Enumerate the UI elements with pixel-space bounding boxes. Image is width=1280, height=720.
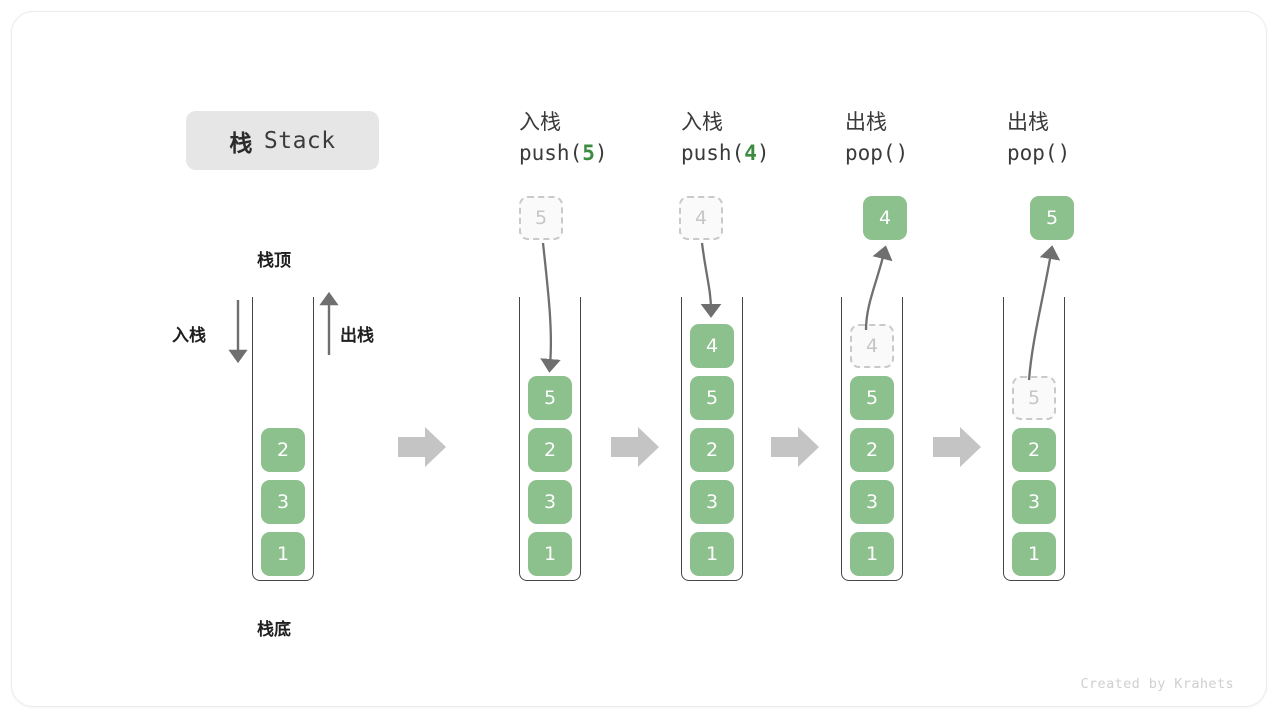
stack-cell-ghost: 5: [1012, 376, 1056, 420]
stack-cell: 4: [690, 324, 734, 368]
op-code-pop-4: pop(): [845, 141, 909, 165]
stack-cell: 2: [690, 428, 734, 472]
stack-pop-5: 5 2 3 1: [1003, 297, 1065, 581]
float-box-pop-4: 4: [863, 196, 907, 240]
stack-push-5: 5 2 3 1: [519, 297, 581, 581]
stack-cell: 2: [261, 428, 305, 472]
stack-push-4: 4 5 2 3 1: [681, 297, 743, 581]
stack-cell: 5: [690, 376, 734, 420]
stack-cell: 1: [1012, 532, 1056, 576]
stack-cell: 1: [528, 532, 572, 576]
stack-cell: 1: [690, 532, 734, 576]
op-caption-push-4: 入栈 push(4): [681, 107, 770, 169]
op-caption-pop-4: 出栈 pop(): [845, 107, 908, 169]
stack-cell: 3: [528, 480, 572, 524]
stack-push-4-items: 4 5 2 3 1: [681, 324, 743, 576]
stack-push-5-items: 5 2 3 1: [519, 376, 581, 576]
stack-cell: 1: [261, 532, 305, 576]
stack-cell: 3: [1012, 480, 1056, 524]
label-stack-top: 栈顶: [257, 251, 291, 271]
op-code-push-4: push(4): [681, 141, 770, 165]
stack-pop-4-items: 4 5 2 3 1: [841, 324, 903, 576]
stack-initial: 2 3 1: [252, 297, 314, 581]
title-en: Stack: [263, 127, 336, 154]
op-cn-push-5: 入栈: [519, 110, 561, 134]
title-cn: 栈: [229, 130, 253, 157]
stack-cell: 5: [850, 376, 894, 420]
label-push-side: 入栈: [172, 326, 206, 346]
stack-cell: 2: [528, 428, 572, 472]
op-caption-push-5: 入栈 push(5): [519, 107, 608, 169]
op-caption-pop-5: 出栈 pop(): [1007, 107, 1070, 169]
float-box-push-5-value: 5: [534, 207, 548, 229]
stack-cell: 3: [261, 480, 305, 524]
stack-cell: 2: [1012, 428, 1056, 472]
float-box-push-4: 4: [679, 196, 723, 240]
float-box-pop-5-value: 5: [1045, 207, 1059, 229]
op-arg-push-4: 4: [744, 141, 757, 165]
label-stack-bottom: 栈底: [257, 620, 291, 640]
float-box-pop-5: 5: [1030, 196, 1074, 240]
stack-cell: 3: [850, 480, 894, 524]
op-code-push-5: push(5): [519, 141, 608, 165]
stack-cell-ghost: 4: [850, 324, 894, 368]
op-code-pop-5: pop(): [1007, 141, 1071, 165]
stack-cell: 3: [690, 480, 734, 524]
stack-cell: 2: [850, 428, 894, 472]
stack-cell: 5: [528, 376, 572, 420]
op-cn-pop-5: 出栈: [1007, 110, 1049, 134]
stack-initial-items: 2 3 1: [252, 428, 314, 576]
stack-pop-5-items: 5 2 3 1: [1003, 376, 1065, 576]
footer-credit: Created by Krahets: [1080, 676, 1234, 692]
title-badge: 栈 Stack: [186, 111, 379, 170]
stack-pop-4: 4 5 2 3 1: [841, 297, 903, 581]
op-cn-pop-4: 出栈: [845, 110, 887, 134]
label-pop-side: 出栈: [340, 326, 374, 346]
stack-cell: 1: [850, 532, 894, 576]
float-box-pop-4-value: 4: [878, 207, 892, 229]
float-box-push-4-value: 4: [694, 207, 708, 229]
op-arg-push-5: 5: [582, 141, 595, 165]
op-cn-push-4: 入栈: [681, 110, 723, 134]
float-box-push-5: 5: [519, 196, 563, 240]
